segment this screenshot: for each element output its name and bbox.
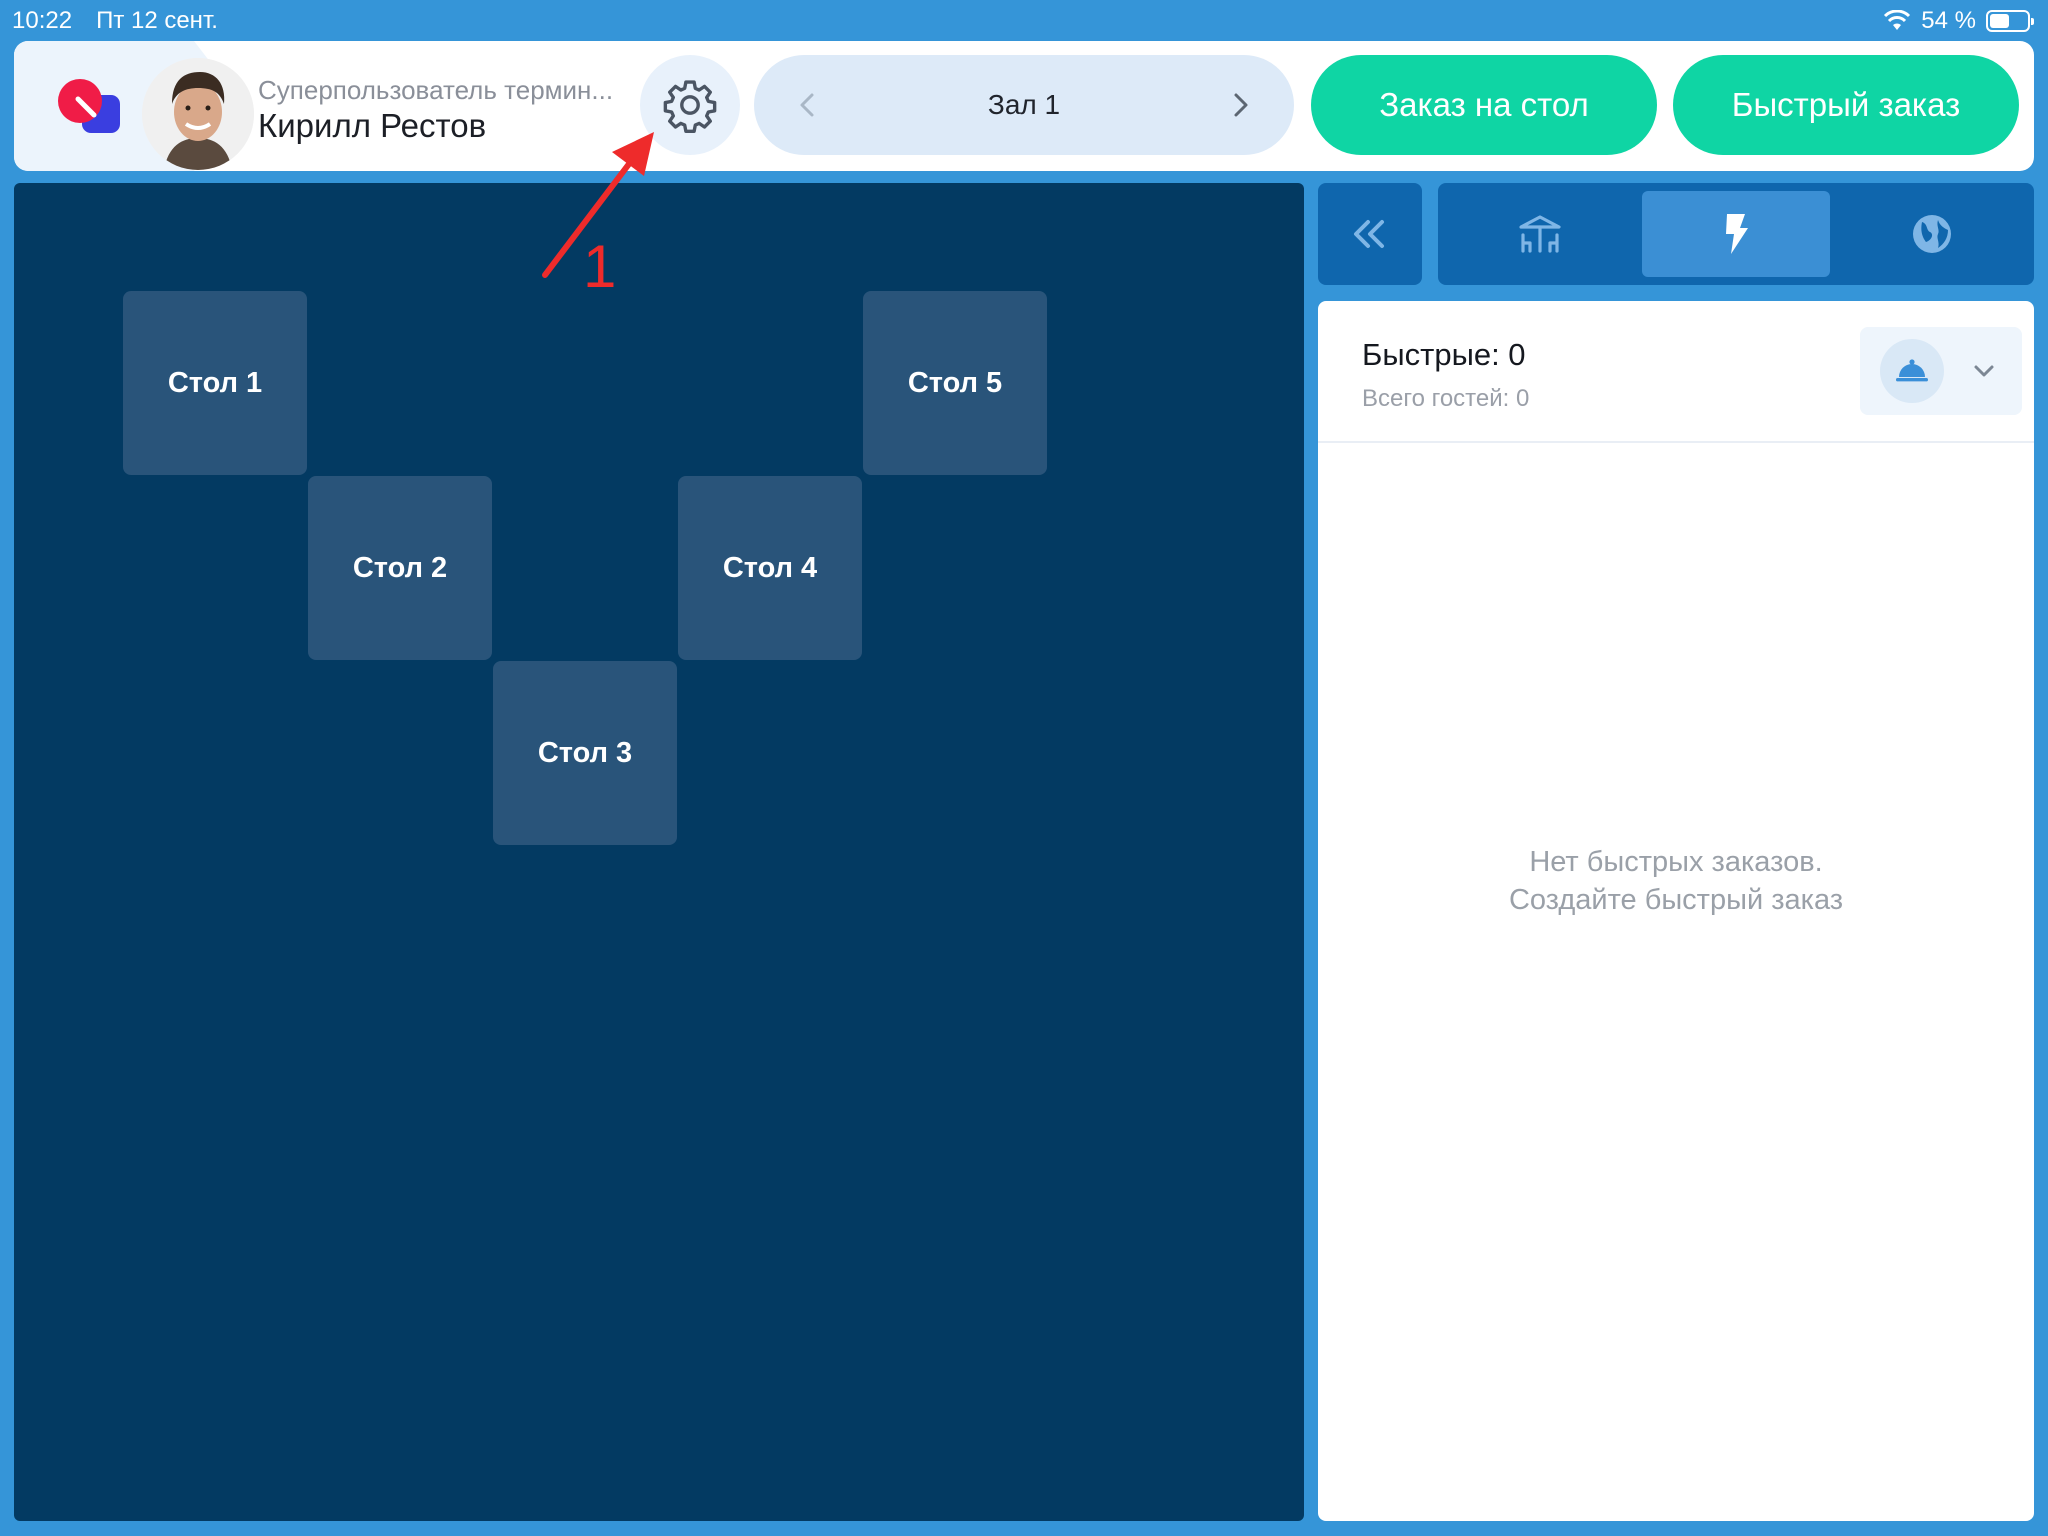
hall-name: Зал 1 (987, 89, 1061, 120)
user-photo-icon (142, 58, 254, 170)
collapse-panel-button[interactable] (1318, 183, 1422, 285)
top-bar: Суперпользователь термин... Кирилл Ресто… (14, 41, 2034, 171)
battery-icon (1986, 10, 2034, 32)
table-order-button[interactable]: Заказ на стол (1311, 55, 1657, 155)
avatar[interactable] (142, 58, 254, 170)
tab-delivery[interactable] (1838, 191, 2026, 277)
tab-tables[interactable] (1446, 191, 1634, 277)
hall-selector: Зал 1 (754, 55, 1294, 155)
battery-level (1990, 14, 2010, 28)
empty-state-line-2: Создайте быстрый заказ (1508, 884, 1844, 916)
table-3[interactable]: Стол 3 (493, 661, 677, 845)
user-role: Суперпользователь термин... (258, 75, 614, 105)
lightning-icon (1726, 214, 1748, 254)
battery-percent: 54 % (1921, 7, 1976, 34)
status-time: 10:22 (12, 7, 73, 34)
orders-panel-header: Быстрые: 0 Всего гостей: 0 (1318, 301, 2034, 443)
guests-total: Всего гостей: 0 (1362, 385, 1530, 412)
user-name: Кирилл Рестов (258, 107, 487, 144)
chevron-down-icon (1974, 365, 1994, 377)
tables-icon (1519, 215, 1561, 253)
table-4[interactable]: Стол 4 (678, 476, 862, 660)
chevron-left-icon[interactable] (788, 85, 828, 125)
status-date: Пт 12 сент. (96, 7, 218, 34)
table-5[interactable]: Стол 5 (863, 291, 1047, 475)
floor-plan: Стол 1 Стол 2 Стол 3 Стол 4 Стол 5 (14, 183, 1304, 1521)
quick-order-button[interactable]: Быстрый заказ (1673, 55, 2019, 155)
double-chevron-left-icon (1354, 220, 1384, 248)
chevron-right-icon[interactable] (1220, 85, 1260, 125)
table-1[interactable]: Стол 1 (123, 291, 307, 475)
settings-button[interactable] (640, 55, 740, 155)
empty-state-line-1: Нет быстрых заказов. (1529, 846, 1823, 878)
tab-quick-orders[interactable] (1642, 191, 1830, 277)
cloche-icon (1896, 359, 1928, 382)
app-logo-icon (58, 79, 120, 133)
annotation-arrow-icon (542, 132, 654, 278)
globe-icon (1913, 215, 1951, 253)
mode-tabs (1438, 183, 2034, 285)
empty-state-message: Нет быстрых заказов. Создайте быстрый за… (1318, 843, 2034, 919)
table-2[interactable]: Стол 2 (308, 476, 492, 660)
gear-icon (663, 80, 717, 134)
wifi-icon (1884, 10, 1911, 30)
status-bar: 10:22 Пт 12 сент. 54 % (0, 0, 2048, 40)
quick-orders-count: Быстрые: 0 (1362, 337, 1526, 372)
annotation-number: 1 (583, 233, 617, 300)
cloche-button[interactable] (1880, 339, 1944, 403)
quick-orders-panel: Быстрые: 0 Всего гостей: 0 Нет быстрых з… (1318, 301, 2034, 1521)
orders-filter-dropdown[interactable] (1860, 327, 2022, 415)
